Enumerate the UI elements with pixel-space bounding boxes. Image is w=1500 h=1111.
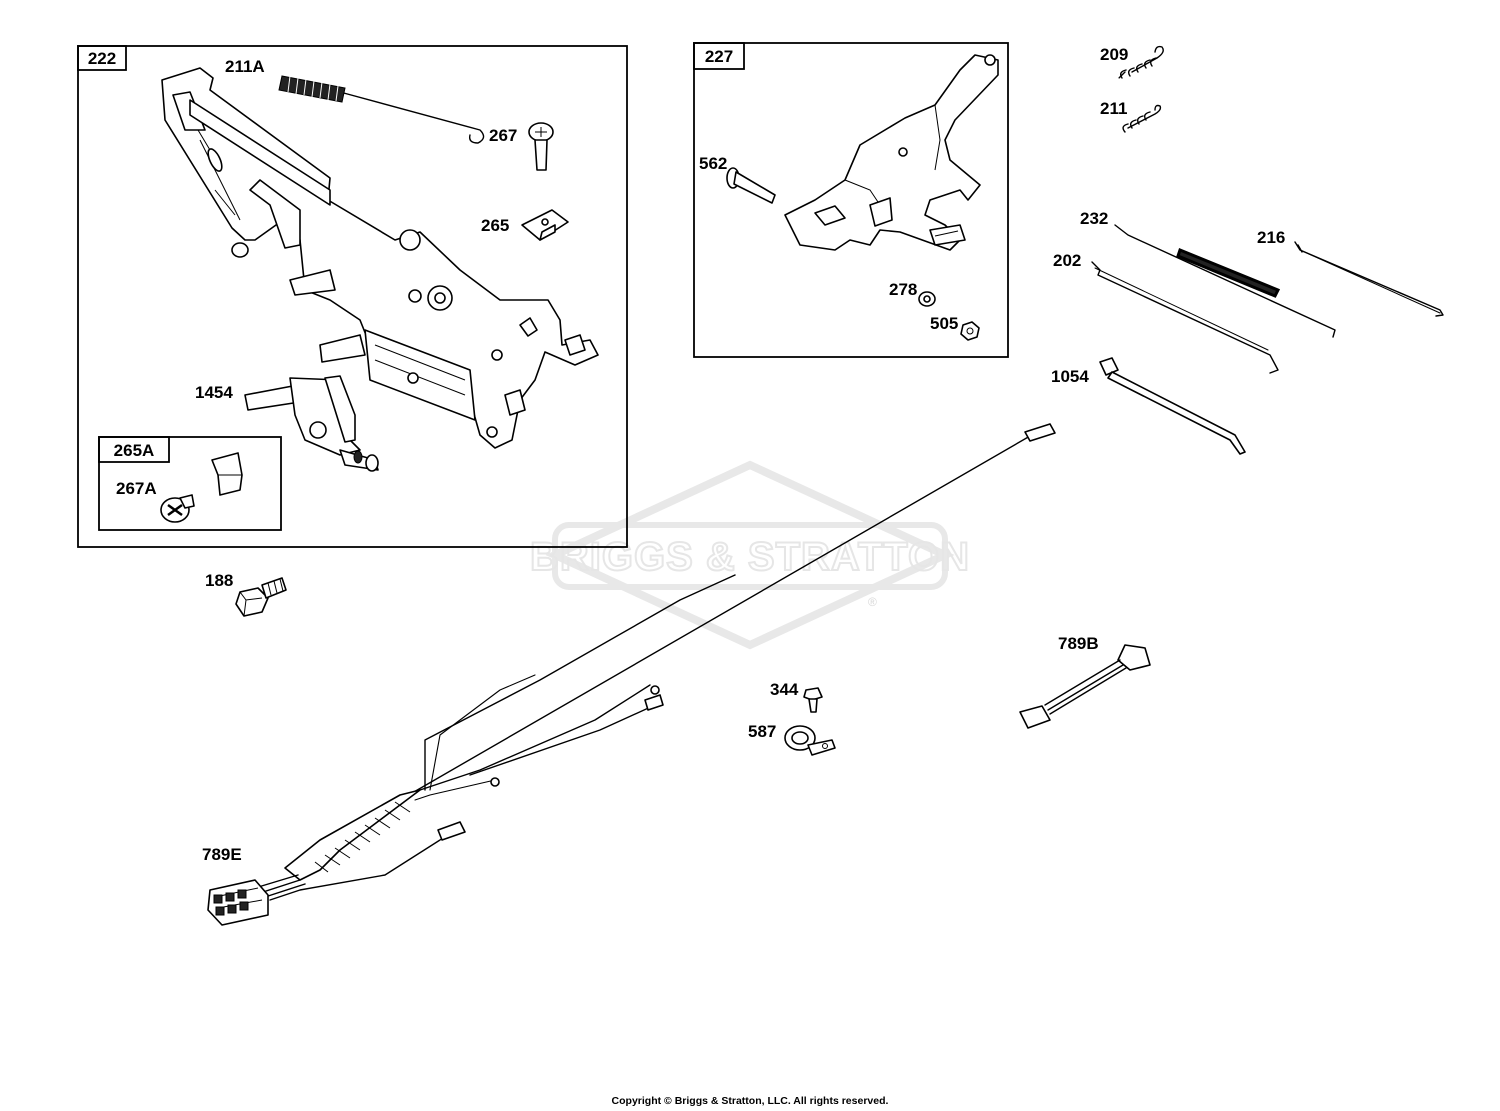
link-216[interactable]	[1294, 241, 1444, 317]
label-267: 267	[489, 126, 517, 145]
watermark-registered-mark: ®	[868, 595, 877, 609]
spring-209[interactable]	[1118, 45, 1164, 79]
control-lever-227[interactable]	[784, 54, 999, 251]
screw-344[interactable]	[803, 687, 823, 713]
clip-265A[interactable]	[211, 452, 243, 496]
screw-267[interactable]	[528, 122, 554, 171]
brand-watermark: BRIGGS & STRATTON ®	[529, 460, 970, 650]
spring-211[interactable]	[1122, 104, 1162, 133]
label-505: 505	[930, 314, 958, 333]
washer-278[interactable]	[918, 291, 936, 307]
box-label-227: 227	[705, 47, 733, 66]
label-1454: 1454	[195, 383, 233, 402]
link-202[interactable]	[1091, 261, 1279, 374]
label-1054: 1054	[1051, 367, 1089, 386]
label-265: 265	[481, 216, 509, 235]
harness-789E[interactable]	[207, 423, 1056, 926]
label-344: 344	[770, 680, 799, 699]
box-label-222: 222	[88, 49, 116, 68]
label-562: 562	[699, 154, 727, 173]
clamp-587[interactable]	[784, 725, 836, 756]
clip-265[interactable]	[521, 209, 569, 241]
label-278: 278	[889, 280, 917, 299]
label-216: 216	[1257, 228, 1285, 247]
spring-211A[interactable]	[278, 75, 485, 144]
solenoid-1454[interactable]	[244, 375, 379, 472]
nut-505[interactable]	[960, 321, 980, 341]
watermark-brand-text: BRIGGS & STRATTON	[530, 535, 970, 579]
assembly-box-227: 227	[693, 42, 1009, 358]
label-789B: 789B	[1058, 634, 1099, 653]
sub-box-265A: 265A	[98, 436, 282, 531]
copyright-notice: Copyright © Briggs & Stratton, LLC. All …	[611, 1095, 889, 1107]
cable-tie-1054[interactable]	[1099, 357, 1246, 455]
harness-789B[interactable]	[1019, 644, 1151, 729]
label-587: 587	[748, 722, 776, 741]
label-789E: 789E	[202, 845, 242, 864]
assembly-box-222: 222	[77, 45, 628, 548]
link-232[interactable]	[1114, 224, 1336, 338]
label-211A: 211A	[225, 57, 265, 76]
screw-267A[interactable]	[160, 494, 195, 523]
label-202: 202	[1053, 251, 1081, 270]
box-label-265A: 265A	[114, 441, 155, 460]
label-209: 209	[1100, 45, 1128, 64]
bolt-188[interactable]	[235, 577, 287, 617]
label-267A: 267A	[116, 479, 157, 498]
pin-562[interactable]	[726, 167, 776, 204]
label-211: 211	[1100, 99, 1127, 118]
label-232: 232	[1080, 209, 1108, 228]
label-188: 188	[205, 571, 233, 590]
governor-control-bracket[interactable]	[161, 67, 599, 449]
